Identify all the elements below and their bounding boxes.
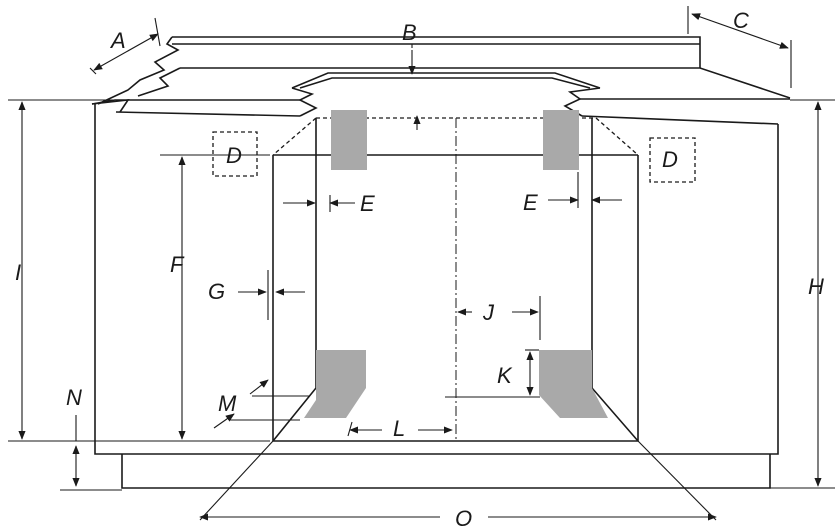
label-n: N	[66, 385, 82, 410]
label-d-right: D	[662, 147, 678, 172]
label-g: G	[208, 279, 225, 304]
label-o: O	[455, 506, 472, 531]
label-a: A	[109, 28, 126, 53]
label-c: C	[733, 8, 749, 33]
label-e-right: E	[523, 190, 538, 215]
label-l: L	[393, 416, 405, 441]
d-box-left	[212, 131, 258, 177]
bottom-left-block	[304, 350, 366, 418]
label-b: B	[402, 20, 417, 45]
d-box-right	[649, 137, 696, 183]
label-m: M	[218, 391, 237, 416]
label-j: J	[482, 300, 495, 325]
label-k: K	[497, 363, 513, 388]
dimension-lines	[8, 6, 835, 521]
label-e-left: E	[360, 191, 375, 216]
top-right-block	[543, 110, 579, 170]
label-h: H	[808, 274, 824, 299]
support-blocks	[304, 110, 608, 418]
bottom-right-block	[539, 350, 608, 418]
countertop-outline	[91, 36, 791, 489]
dimension-labels: A B C D D E E F G H I J K L M N O	[15, 8, 824, 531]
label-d-left: D	[226, 143, 242, 168]
label-i: I	[15, 260, 21, 285]
label-f: F	[170, 252, 185, 277]
top-left-block	[331, 110, 367, 170]
